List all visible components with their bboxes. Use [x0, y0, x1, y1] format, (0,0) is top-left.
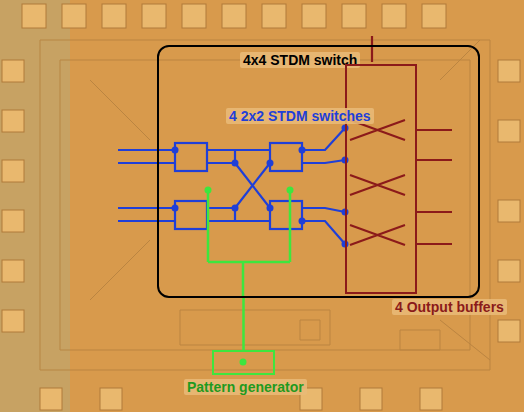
control-line: [243, 298, 244, 350]
pattern-wiring: [208, 190, 290, 298]
block-label: Pattern generator: [184, 379, 307, 395]
block-label: 4 Output buffers: [392, 299, 507, 315]
generator-block: Pattern generator: [212, 350, 275, 375]
block-label: 4x4 STDM switch: [240, 52, 360, 68]
output-wiring: [350, 36, 452, 245]
switch-block: 4x4 STDM switch4 Output buffers: [157, 45, 480, 298]
group-label: 4 2x2 STDM switches: [226, 108, 374, 124]
buffer-block: 4 Output buffers: [345, 64, 417, 294]
switch-wiring: [118, 128, 345, 244]
